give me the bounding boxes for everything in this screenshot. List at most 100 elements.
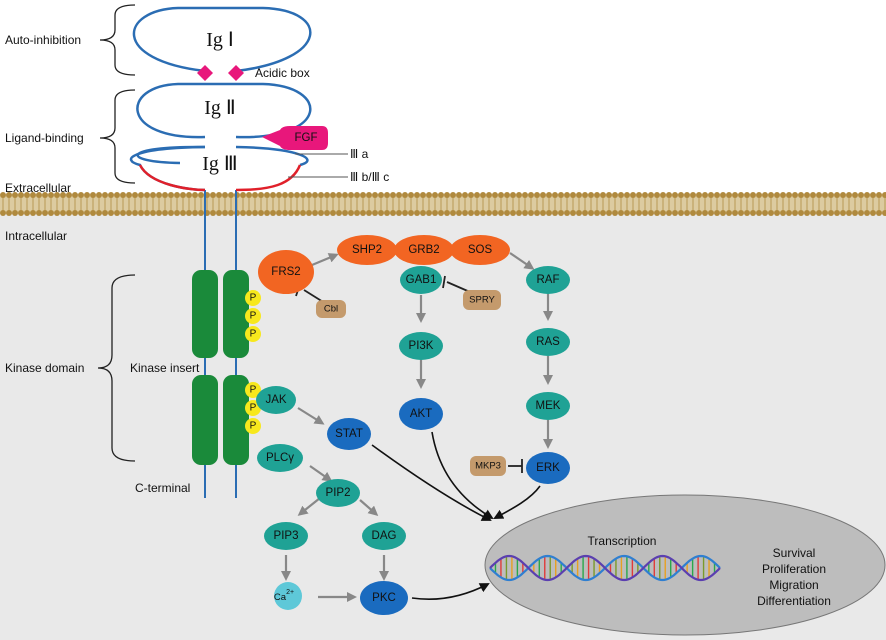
spry-node <box>463 290 501 310</box>
stat-node <box>327 418 371 450</box>
kinase-domain-brace <box>97 274 136 462</box>
lipid-head-outer <box>624 192 630 198</box>
lipid-head-inner <box>18 210 24 216</box>
raf-node <box>526 266 570 294</box>
lipid-head-inner <box>870 210 876 216</box>
arrow-erk-nucleus <box>493 485 541 519</box>
lipid-head-inner <box>324 210 330 216</box>
lipid-head-outer <box>684 192 690 198</box>
cell-membrane <box>0 192 886 216</box>
lipid-head-outer <box>84 192 90 198</box>
plcy-label: PLCγ <box>266 452 294 464</box>
lipid-head-outer <box>690 192 696 198</box>
lipid-head-outer <box>420 192 426 198</box>
lipid-head-inner <box>450 210 456 216</box>
lipid-head-inner <box>228 210 234 216</box>
lipid-head-outer <box>384 192 390 198</box>
lipid-head-inner <box>612 210 618 216</box>
grb2-node <box>394 235 454 265</box>
lipid-head-inner <box>540 210 546 216</box>
lipid-head-inner <box>630 210 636 216</box>
lipid-head-inner <box>810 210 816 216</box>
lipid-head-inner <box>546 210 552 216</box>
kinase-domain-right-upper <box>223 270 249 358</box>
lipid-head-outer <box>330 192 336 198</box>
lipid-head-inner <box>258 210 264 216</box>
lipid-head-outer <box>792 192 798 198</box>
ca-label-sup: 2+ <box>286 589 294 596</box>
phospho-1 <box>245 290 261 306</box>
acidic-box-diamond-right <box>228 65 244 81</box>
lipid-head-outer <box>762 192 768 198</box>
stat-label: STAT <box>335 428 363 440</box>
lipid-head-inner <box>510 210 516 216</box>
lipid-head-outer <box>138 192 144 198</box>
lipid-head-outer <box>702 192 708 198</box>
lipid-head-inner <box>522 210 528 216</box>
lipid-head-inner <box>804 210 810 216</box>
lipid-head-inner <box>282 210 288 216</box>
lipid-head-inner <box>378 210 384 216</box>
mkp3-label: MKP3 <box>475 461 501 472</box>
lipid-head-outer <box>696 192 702 198</box>
lipid-head-inner <box>126 210 132 216</box>
lipid-head-outer <box>570 192 576 198</box>
lipid-head-outer <box>264 192 270 198</box>
ig1-domain <box>132 6 312 73</box>
lipid-head-outer <box>786 192 792 198</box>
lipid-head-outer <box>48 192 54 198</box>
kinase-domain-right-lower <box>223 375 249 465</box>
lipid-head-inner <box>114 210 120 216</box>
lipid-head-outer <box>396 192 402 198</box>
mek-label: MEK <box>536 400 561 412</box>
auto-inhibition-label: Auto-inhibition <box>5 33 81 47</box>
lipid-head-outer <box>642 192 648 198</box>
outcome-list: SurvivalProliferationMigrationDifferenti… <box>757 546 831 608</box>
lipid-head-outer <box>438 192 444 198</box>
lipid-head-inner <box>138 210 144 216</box>
phospho-6 <box>245 418 261 434</box>
arrow-akt-nucleus <box>431 431 494 520</box>
lipid-head-outer <box>6 192 12 198</box>
lipid-head-inner <box>858 210 864 216</box>
lipid-head-inner <box>528 210 534 216</box>
lipid-head-outer <box>228 192 234 198</box>
lipid-head-inner <box>456 210 462 216</box>
arrow-jak-stat <box>297 407 325 425</box>
lipid-head-outer <box>876 192 882 198</box>
outcome-item: Differentiation <box>757 594 831 608</box>
arrow-frs2-shp2 <box>311 253 339 267</box>
lipid-head-inner <box>702 210 708 216</box>
lipid-head-outer <box>252 192 258 198</box>
lipid-head-outer <box>846 192 852 198</box>
lipid-head-inner <box>156 210 162 216</box>
lipid-head-inner <box>294 210 300 216</box>
lipid-head-outer <box>156 192 162 198</box>
lipid-head-outer <box>342 192 348 198</box>
lipid-head-inner <box>192 210 198 216</box>
c-terminal-label: C-terminal <box>135 481 190 495</box>
lipid-head-outer <box>402 192 408 198</box>
lipid-head-inner <box>516 210 522 216</box>
lipid-head-inner <box>678 210 684 216</box>
phospho-5-label: P <box>250 403 257 414</box>
lipid-head-inner <box>552 210 558 216</box>
lipid-head-outer <box>306 192 312 198</box>
lipid-head-inner <box>816 210 822 216</box>
lipid-head-inner <box>360 210 366 216</box>
lipid-head-inner <box>420 210 426 216</box>
gab1-node <box>400 266 442 294</box>
lipid-head-inner <box>108 210 114 216</box>
lipid-head-inner <box>288 210 294 216</box>
lipid-head-inner <box>432 210 438 216</box>
lipid-head-outer <box>534 192 540 198</box>
lipid-head-inner <box>774 210 780 216</box>
lipid-head-inner <box>198 210 204 216</box>
lipid-head-outer <box>408 192 414 198</box>
lipid-head-outer <box>72 192 78 198</box>
lipid-head-outer <box>78 192 84 198</box>
lipid-head-inner <box>246 210 252 216</box>
ig3-alt-splice-region <box>138 164 302 192</box>
lipid-head-inner <box>756 210 762 216</box>
